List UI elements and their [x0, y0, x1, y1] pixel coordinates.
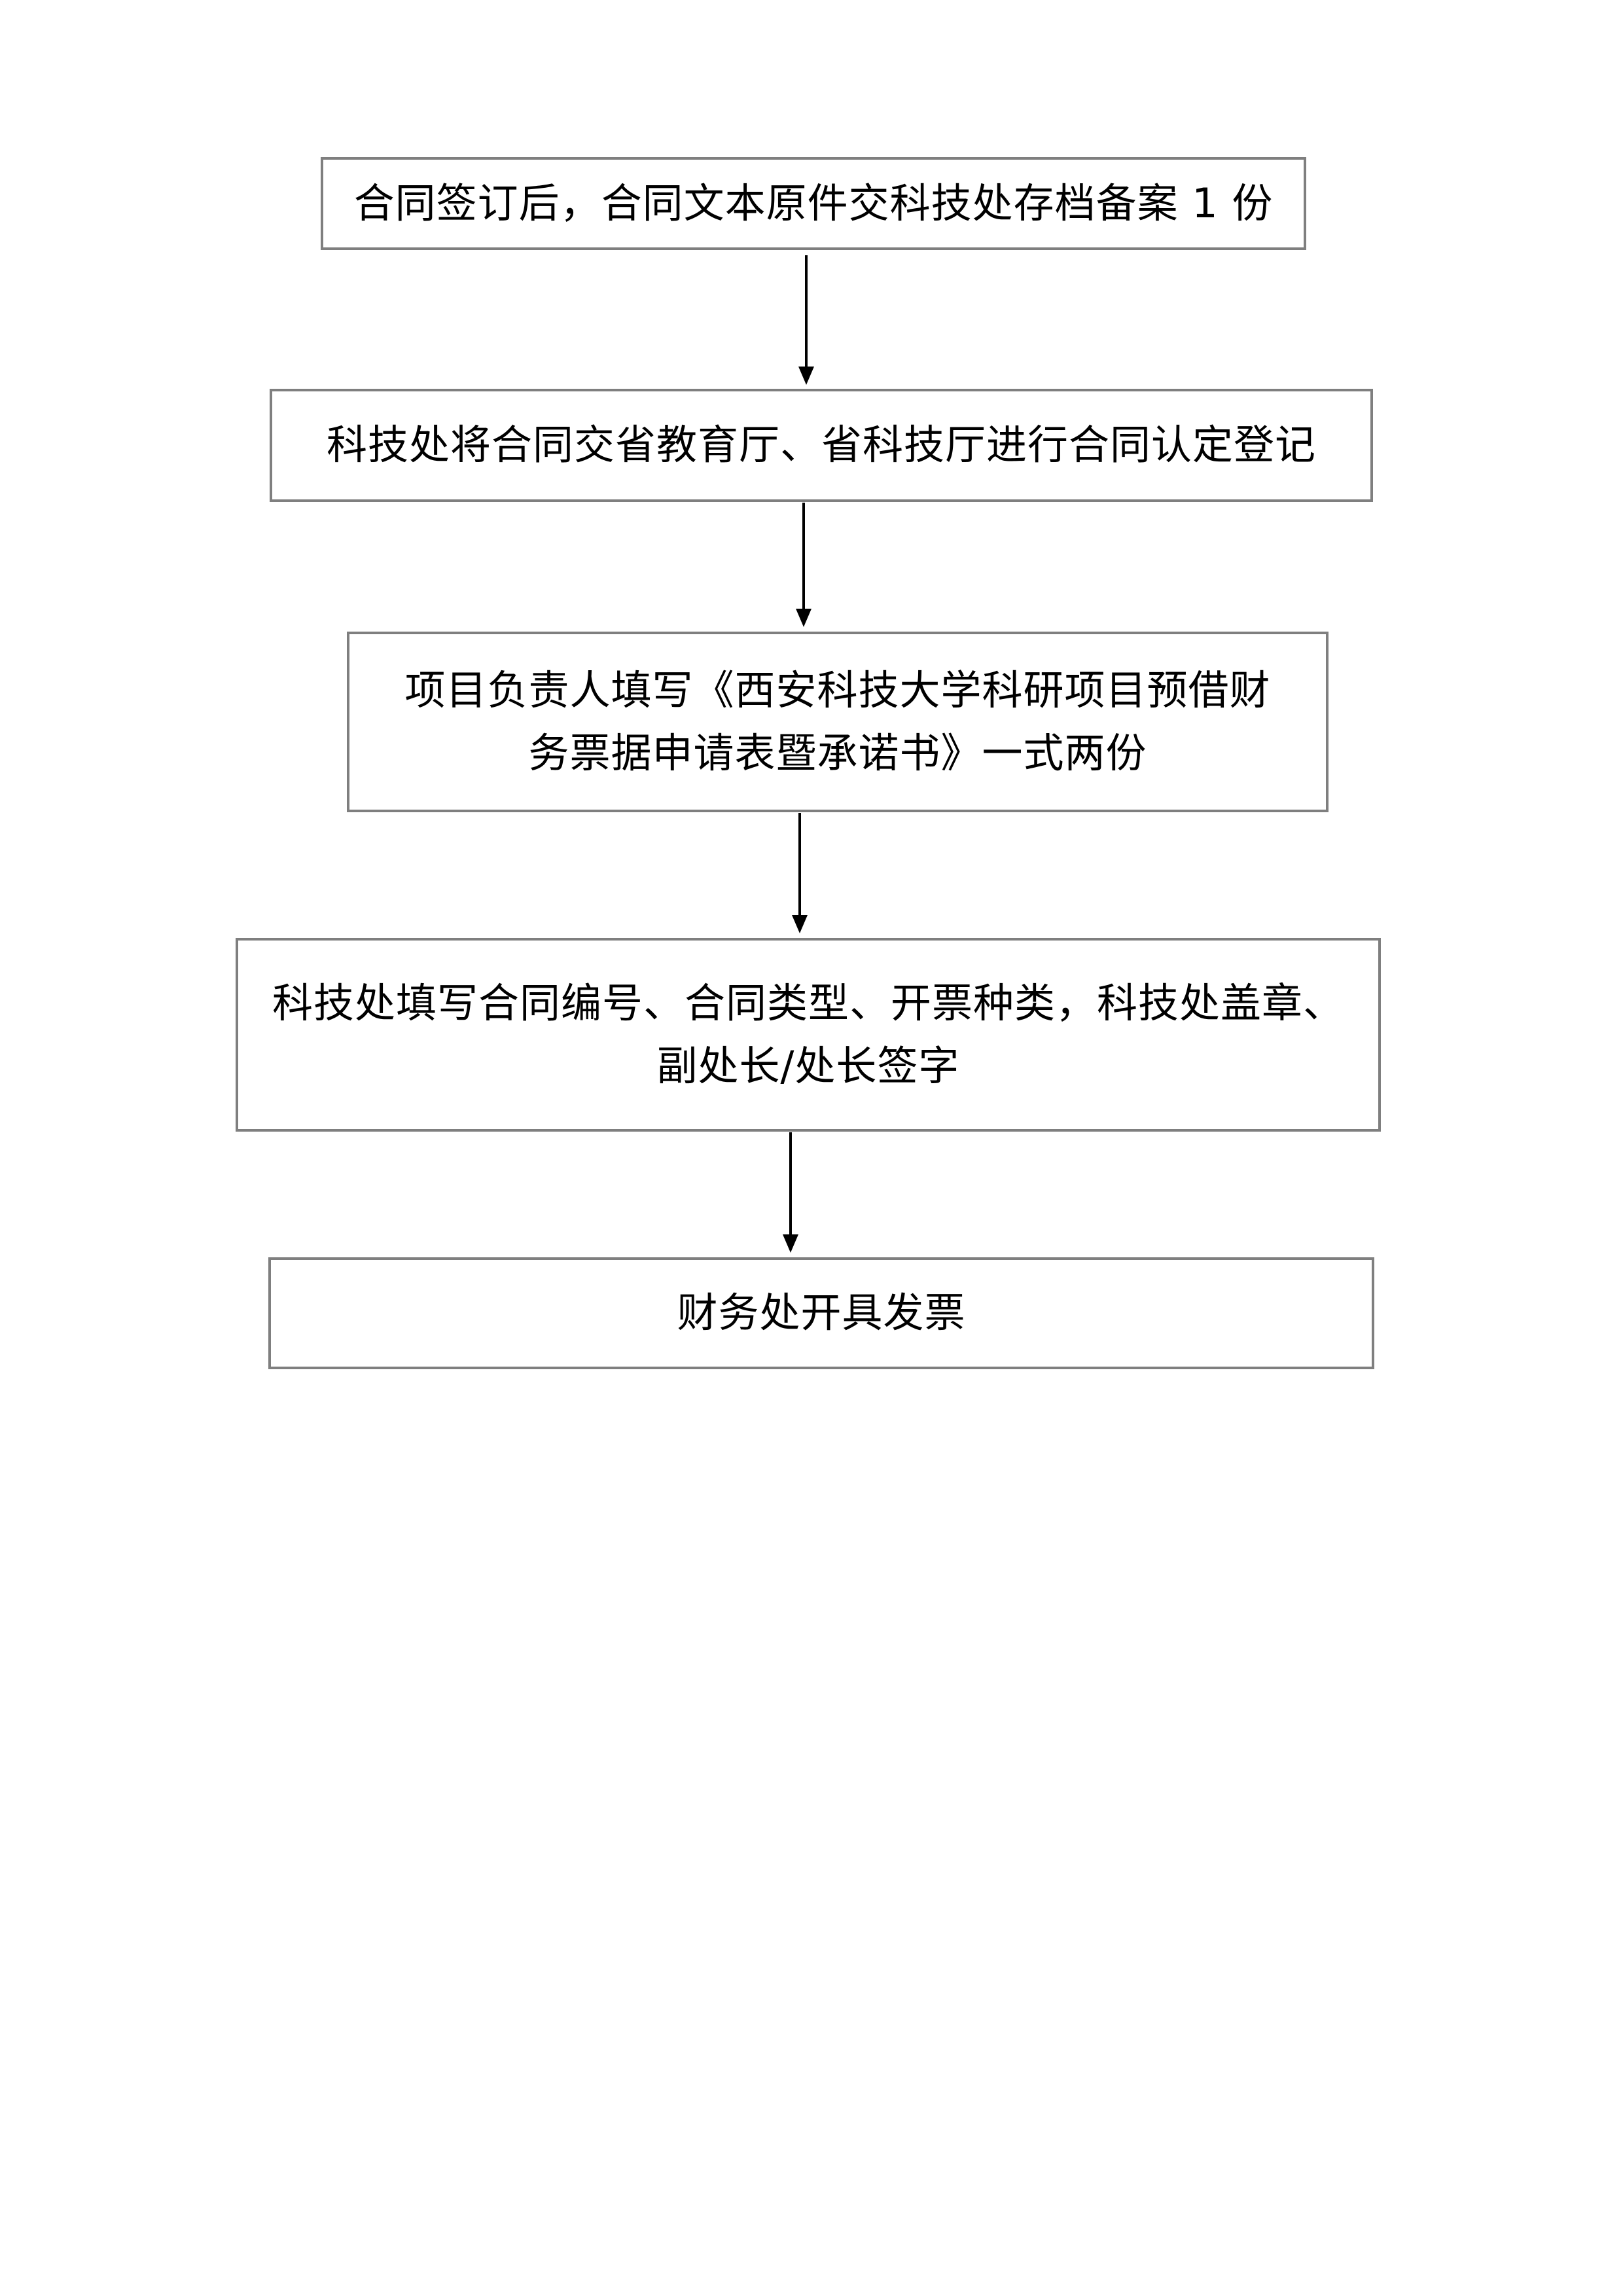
- flow-step-5-issue-invoice: 财务处开具发票: [268, 1257, 1374, 1369]
- arrow-4-to-5: [783, 1132, 798, 1253]
- flow-step-4-text-line-2: 副处长/处长签字: [656, 1042, 960, 1090]
- flow-step-3-fill-application-form: 项目负责人填写《西安科技大学科研项目预借财 务票据申请表暨承诺书》一式两份: [347, 632, 1329, 812]
- flow-step-3-text-line-2: 务票据申请表暨承诺书》一式两份: [528, 729, 1147, 777]
- arrow-1-to-2: [798, 255, 814, 385]
- flow-step-1-archive-contract: 合同签订后，合同文本原件交科技处存档备案 1 份: [321, 157, 1306, 250]
- flow-step-1-text: 合同签订后，合同文本原件交科技处存档备案 1 份: [353, 179, 1274, 227]
- arrow-3-to-4: [792, 813, 808, 933]
- arrow-2-to-3: [796, 503, 812, 627]
- flow-step-5-text: 财务处开具发票: [677, 1289, 966, 1337]
- flow-step-2-text: 科技处将合同交省教育厅、省科技厅进行合同认定登记: [326, 421, 1316, 469]
- flow-step-3-text-line-1: 项目负责人填写《西安科技大学科研项目预借财: [404, 666, 1271, 714]
- flow-step-4-fill-contract-info-and-sign: 科技处填写合同编号、合同类型、开票种类，科技处盖章、 副处长/处长签字: [236, 938, 1381, 1132]
- flow-step-2-contract-registration: 科技处将合同交省教育厅、省科技厅进行合同认定登记: [270, 389, 1373, 502]
- flow-step-4-text-line-1: 科技处填写合同编号、合同类型、开票种类，科技处盖章、: [272, 978, 1344, 1027]
